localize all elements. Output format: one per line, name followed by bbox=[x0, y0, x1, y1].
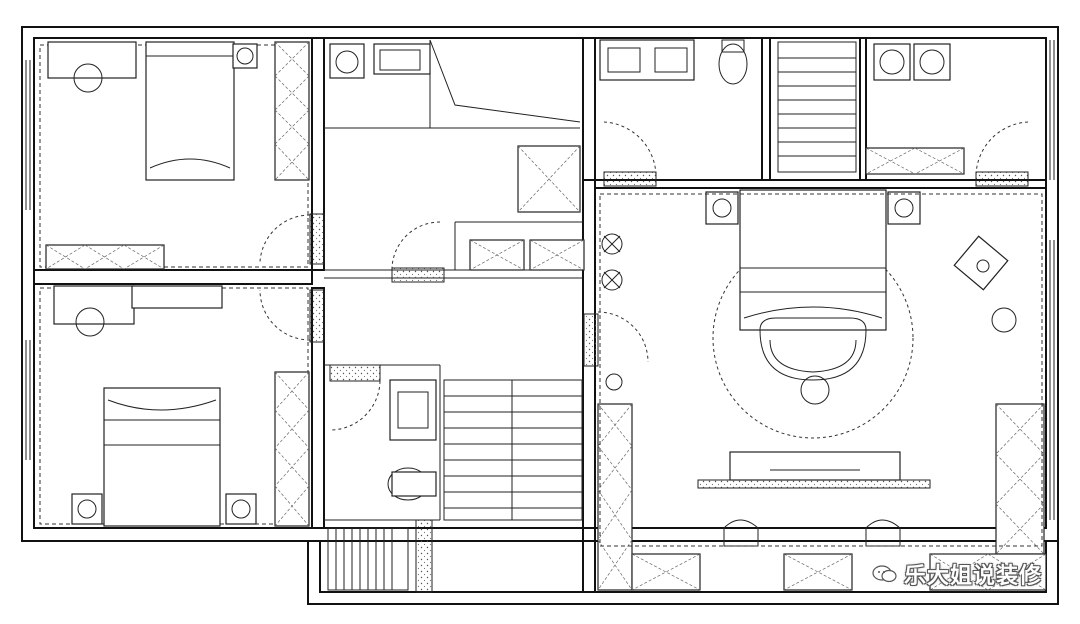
watermark: 乐大姐说装修 bbox=[872, 558, 1042, 590]
bedroom-top-left bbox=[39, 41, 325, 270]
interior-walls bbox=[33, 37, 1046, 593]
watermark-text: 乐大姐说装修 bbox=[903, 564, 1042, 589]
master-bedroom bbox=[583, 189, 1047, 591]
bedroom-bottom-left bbox=[39, 285, 325, 527]
core-area bbox=[327, 43, 585, 593]
master-bath bbox=[599, 39, 1029, 187]
wechat-icon bbox=[872, 565, 897, 583]
